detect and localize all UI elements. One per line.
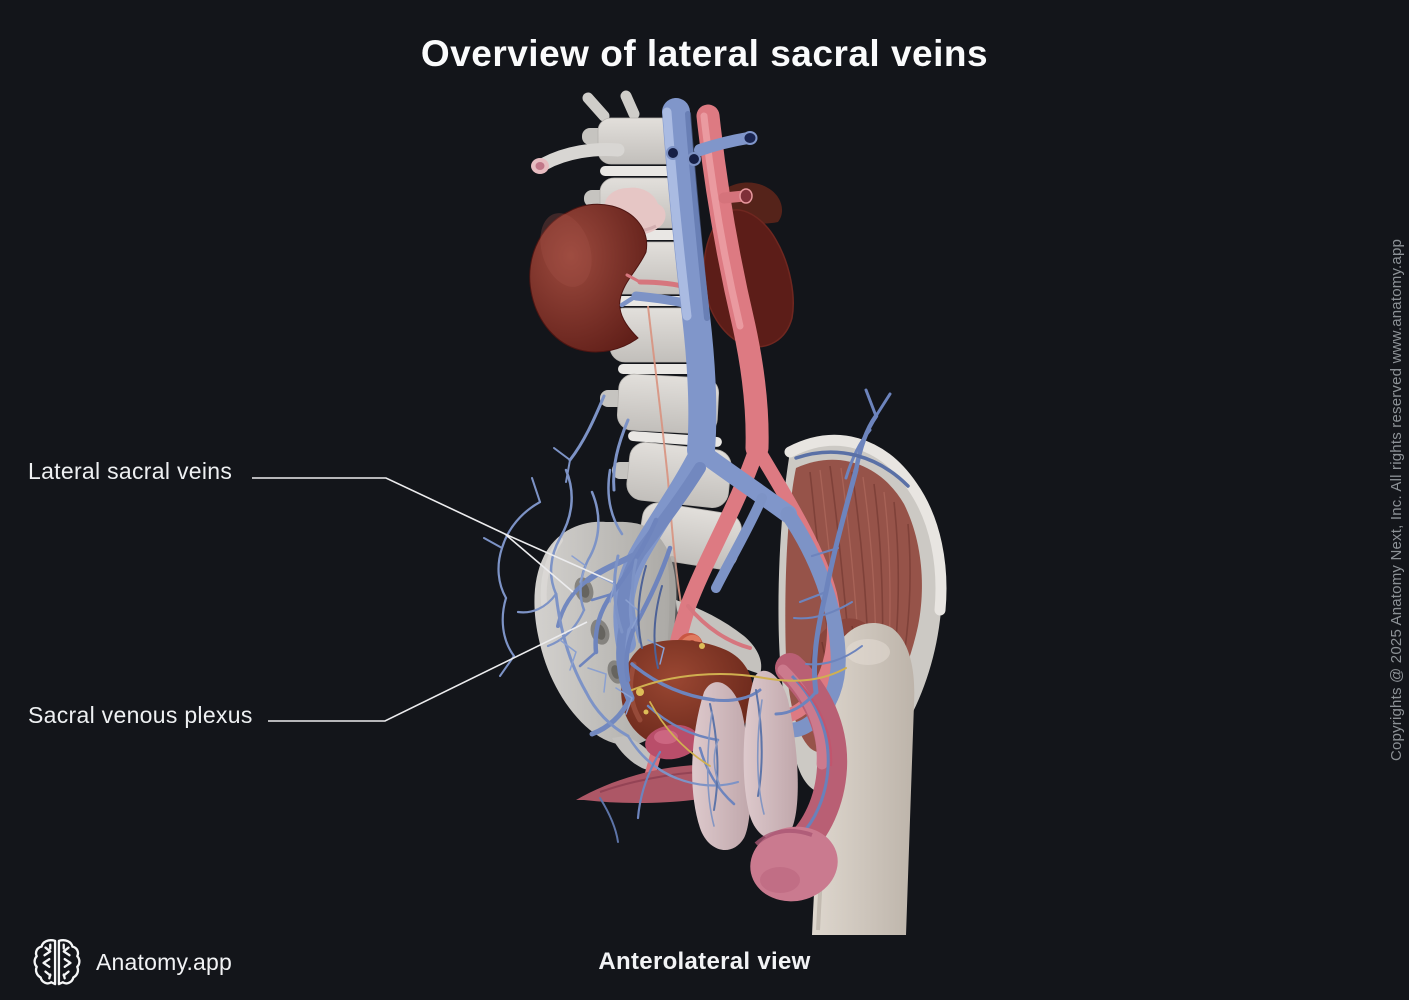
page-title: Overview of lateral sacral veins	[420, 33, 989, 74]
label-sacral-venous-plexus: Sacral venous plexus	[28, 702, 253, 728]
rib	[531, 143, 625, 174]
sacral-venous-plexus-veins	[483, 388, 910, 843]
brand-name: Anatomy.app	[96, 948, 233, 975]
view-label: Anterolateral view	[598, 948, 811, 975]
copyright-text: Copyrights @ 2025 Anatomy Next, Inc. All…	[1388, 238, 1405, 762]
inferior-vena-cava	[662, 98, 758, 464]
pelvic-nerves	[631, 643, 847, 767]
brand-footer: Anatomy.app	[30, 936, 232, 988]
brain-logo-icon	[30, 936, 84, 988]
leader-line-lateral-sacral-veins	[252, 477, 506, 535]
ureter	[647, 305, 685, 621]
leader-line-sacral-venous-plexus	[268, 621, 588, 722]
leader-lines	[252, 477, 614, 722]
right-kidney	[529, 203, 693, 353]
external-genitalia	[576, 653, 848, 902]
label-lateral-sacral-veins: Lateral sacral veins	[28, 458, 233, 484]
